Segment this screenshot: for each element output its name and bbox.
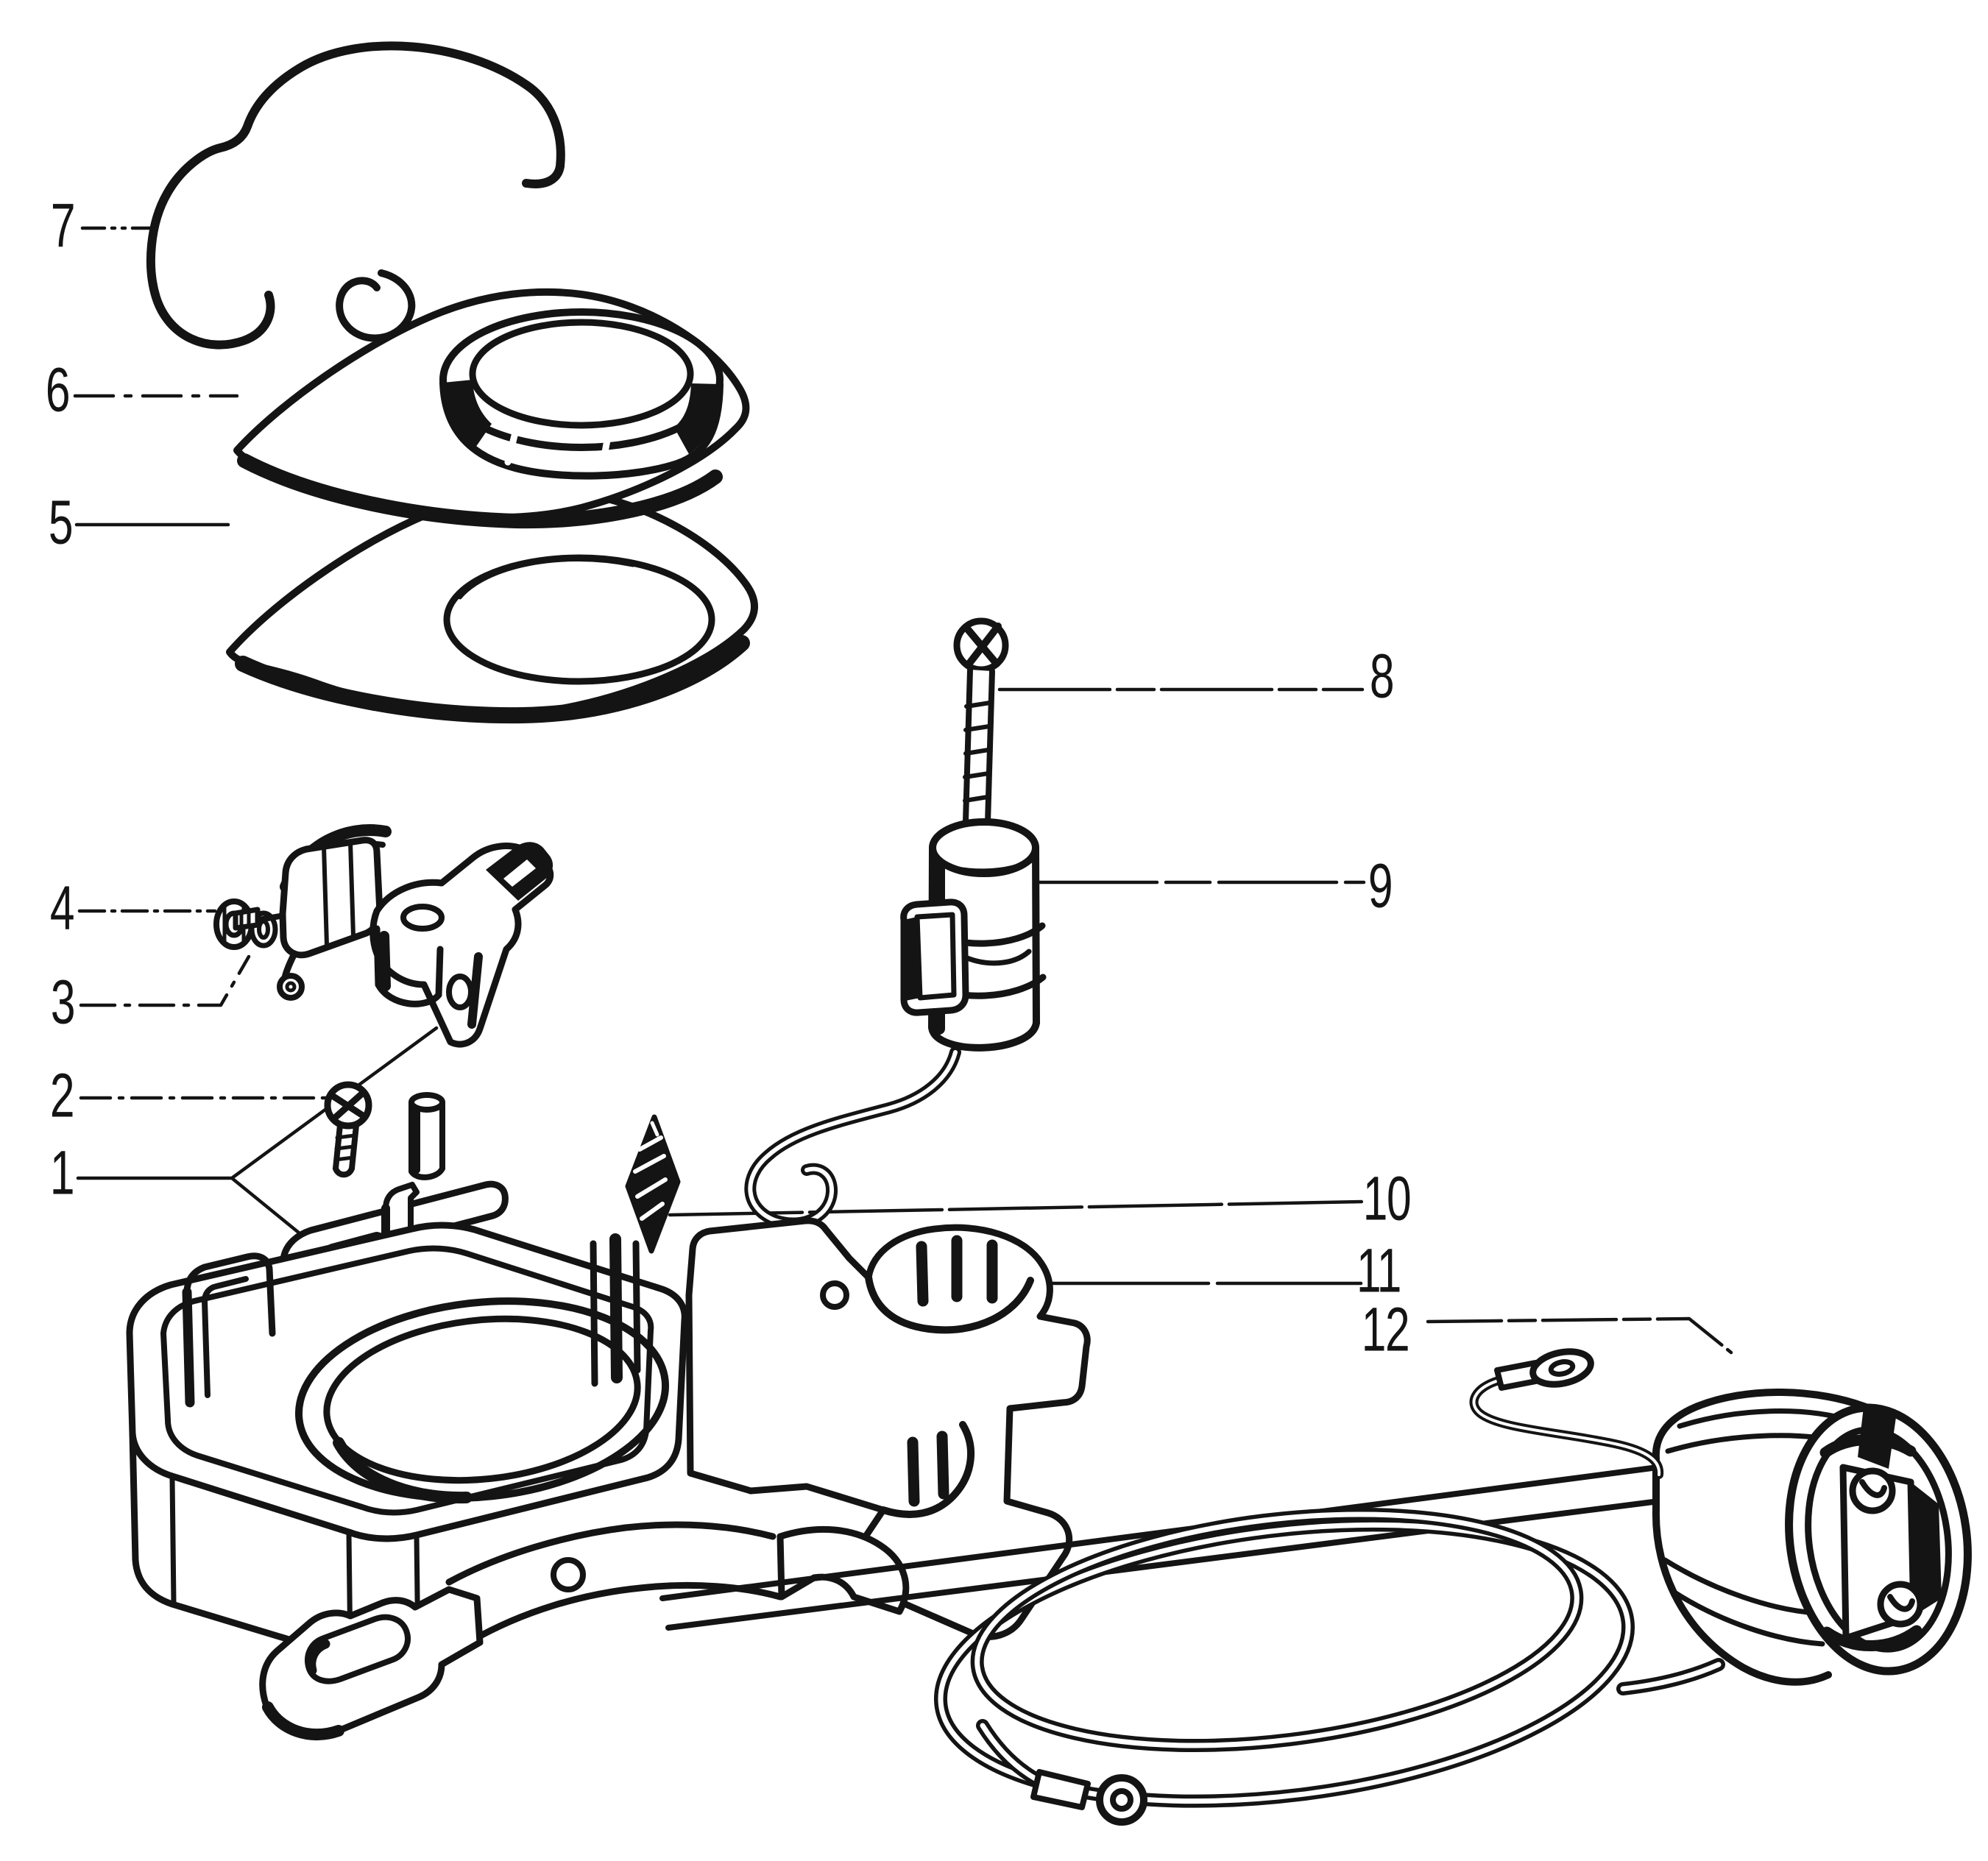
- part-2-screw-drawing: [324, 1081, 372, 1178]
- part-label-2: 2: [49, 1060, 75, 1130]
- part-10-wedge-drawing: [625, 1114, 681, 1254]
- leader-1: [76, 1026, 439, 1236]
- leader-12: [1426, 1316, 1733, 1355]
- part-5-gasket-plate-drawing: [226, 486, 758, 724]
- ring-terminal-top: [1469, 1348, 1664, 1479]
- part-label-10: 10: [1362, 1163, 1412, 1233]
- part-label-5: 5: [48, 487, 74, 557]
- straight-lead: [659, 1464, 1662, 1631]
- part-label-8: 8: [1369, 641, 1395, 711]
- part-8-screw-drawing: [953, 617, 1009, 857]
- part-label-3: 3: [50, 967, 76, 1037]
- part-label-1: 1: [49, 1138, 75, 1208]
- condenser-wire: [744, 1046, 961, 1230]
- part-label-11: 11: [1356, 1236, 1401, 1305]
- ring-terminal-bottom: [1030, 1769, 1147, 1826]
- part-12-connector-drawing: [659, 1348, 1972, 1826]
- part-label-9: 9: [1368, 851, 1393, 921]
- part-1-pivot-pin-drawing: [408, 1092, 445, 1180]
- part-3-contact-breaker-drawing: [233, 824, 554, 1048]
- part-7-spring-clip-drawing: [146, 41, 565, 350]
- screw-head: [953, 617, 1009, 673]
- part-label-6: 6: [45, 355, 71, 425]
- part-9-condenser-drawing: [744, 818, 1047, 1230]
- leader-lines: [73, 226, 1733, 1355]
- part-label-7: 7: [50, 191, 76, 260]
- leader-3: [79, 954, 251, 1007]
- coiled-lead: [933, 1507, 1725, 1808]
- leader-10: [668, 1199, 1366, 1217]
- part-11-base-plate-drawing: [126, 1217, 1091, 1741]
- part-label-4: 4: [49, 873, 75, 943]
- part-label-12: 12: [1361, 1294, 1410, 1364]
- connector-body: [1652, 1389, 1972, 1686]
- part-6-cover-plate-drawing: [233, 288, 750, 529]
- condenser-clip: [900, 898, 969, 1016]
